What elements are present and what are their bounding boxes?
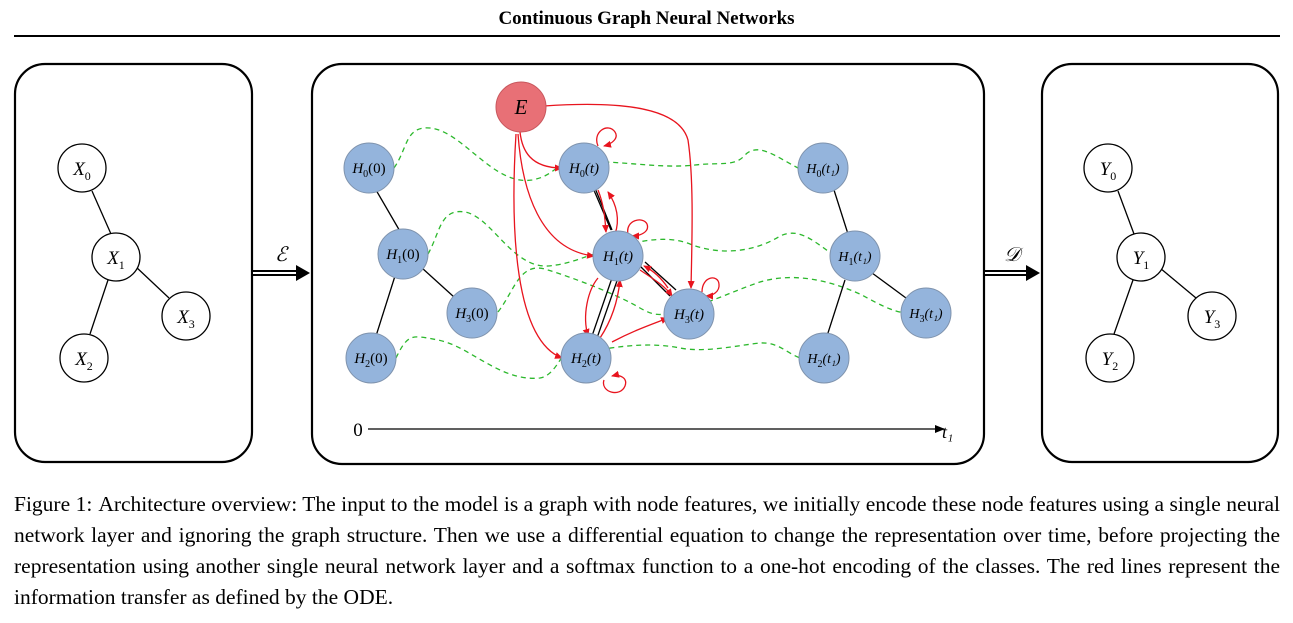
h-node-end-2: H2(t₁) <box>798 332 850 384</box>
encoder-arrow <box>253 265 310 281</box>
output-node-y1: Y1 <box>1116 232 1166 282</box>
h-node-end-0: H0(t₁) <box>797 142 849 194</box>
input-graph-panel <box>13 62 254 464</box>
decoder-arrow <box>985 265 1040 281</box>
svg-text:H2(t): H2(t) <box>570 351 601 370</box>
input-node-x0: X0 <box>57 143 107 193</box>
h1t-self-loop <box>627 219 649 240</box>
h2t-to-h1t-arrow <box>599 279 623 339</box>
svg-text:H0(t₁): H0(t₁) <box>805 162 840 180</box>
svg-text:X2: X2 <box>74 349 93 373</box>
h0t-self-loop <box>596 127 617 148</box>
figure-caption: Figure 1:Architecture overview: The inpu… <box>14 489 1280 613</box>
h-node-start-1: H1(0) <box>377 228 429 280</box>
node-base: X <box>176 307 190 328</box>
svg-text:Y0: Y0 <box>1100 159 1117 183</box>
h-node-mid-2: H2(t) <box>560 332 612 384</box>
node-sub: 1 <box>119 258 125 272</box>
svg-text:Y3: Y3 <box>1204 307 1221 331</box>
h-node-end-3: H3(t₁) <box>900 287 952 339</box>
h-node-mid-3: H3(t) <box>663 288 715 340</box>
svg-text:H1(0): H1(0) <box>385 247 419 266</box>
h-node-mid-1: H1(t) <box>592 230 644 282</box>
node-sub: 2 <box>87 359 93 373</box>
output-graph-panel <box>1040 62 1280 464</box>
output-node-y2: Y2 <box>1085 333 1135 383</box>
architecture-figure: X0 X1 X2 X3 ℰ <box>13 62 1280 466</box>
node-base: X <box>74 349 88 370</box>
e-to-h1t-arrow <box>517 133 595 259</box>
e-node-label: E <box>514 95 528 119</box>
h2t-self-loop <box>602 370 627 394</box>
h2t-to-h3t-arrow <box>611 317 669 343</box>
e-to-h3t-arrow <box>543 103 695 289</box>
input-node-x3: X3 <box>161 291 211 341</box>
svg-text:H0(t): H0(t) <box>568 161 599 180</box>
node-sub: 3 <box>1214 317 1220 331</box>
svg-text:Y2: Y2 <box>1102 349 1119 373</box>
svg-text:X1: X1 <box>106 248 125 272</box>
caption-label: Figure 1: <box>14 492 93 516</box>
output-node-y0: Y0 <box>1083 143 1133 193</box>
svg-text:H1(t₁): H1(t₁) <box>837 250 872 268</box>
node-base: Y <box>1204 307 1217 328</box>
page-header-title: Continuous Graph Neural Networks <box>498 8 795 29</box>
node-sub: 1 <box>1143 258 1149 272</box>
caption-text: Architecture overview: The input to the … <box>14 492 1280 609</box>
h-node-start-0: H0(0) <box>343 142 395 194</box>
h-node-end-1: H1(t₁) <box>829 230 881 282</box>
h1t-to-h0t-arrow <box>607 191 619 235</box>
node-base: X <box>106 248 120 269</box>
node-base: Y <box>1100 159 1113 180</box>
node-sub: 0 <box>85 169 91 183</box>
h1t-to-h2t-arrow <box>582 277 599 337</box>
node-base: X <box>72 159 86 180</box>
ode-panel <box>310 62 986 466</box>
e-to-h0t-arrow <box>519 131 563 172</box>
svg-text:H3(t): H3(t) <box>673 307 704 326</box>
header-rule <box>14 35 1280 37</box>
h0t-to-h1t-arrow <box>597 189 609 233</box>
input-node-x1: X1 <box>91 232 141 282</box>
trajectory-h2 <box>395 336 801 379</box>
svg-text:X3: X3 <box>176 307 195 331</box>
edge-encoder-node: E <box>495 81 547 133</box>
input-graph-edges <box>89 190 170 335</box>
svg-text:H2(t₁): H2(t₁) <box>806 352 841 370</box>
time-axis-start-label: 0 <box>353 420 363 441</box>
node-sub: 3 <box>189 317 195 331</box>
node-sub: 0 <box>1110 169 1116 183</box>
ode-information-arrows <box>513 103 720 394</box>
svg-text:H1(t): H1(t) <box>602 249 633 268</box>
h-node-mid-0: H0(t) <box>558 142 610 194</box>
node-base: Y <box>1133 248 1146 269</box>
input-node-x2: X2 <box>59 333 109 383</box>
encoder-label: ℰ <box>275 244 289 266</box>
h-node-start-3: H3(0) <box>446 287 498 339</box>
svg-text:Y1: Y1 <box>1133 248 1150 272</box>
h-node-start-2: H2(0) <box>345 332 397 384</box>
output-graph-edges <box>1113 190 1197 335</box>
svg-text:H3(0): H3(0) <box>454 306 488 325</box>
svg-text:H3(t₁): H3(t₁) <box>908 307 943 325</box>
node-base: Y <box>1102 349 1115 370</box>
h3t-to-h1t-arrow <box>643 265 669 289</box>
svg-text:X0: X0 <box>72 159 91 183</box>
h1t-to-h3t-arrow <box>639 269 673 297</box>
output-node-y3: Y3 <box>1187 291 1237 341</box>
decoder-label: 𝒟 <box>1004 244 1024 266</box>
e-to-h2t-arrow <box>513 133 563 359</box>
svg-text:H2(0): H2(0) <box>353 351 387 370</box>
h3t-self-loop <box>701 277 720 300</box>
node-sub: 2 <box>1112 359 1118 373</box>
svg-text:H0(0): H0(0) <box>351 161 385 180</box>
time-axis-end-label: t₁ <box>942 422 953 442</box>
time-axis: 0 t₁ <box>353 420 953 442</box>
graph-edges-ode <box>375 187 907 339</box>
